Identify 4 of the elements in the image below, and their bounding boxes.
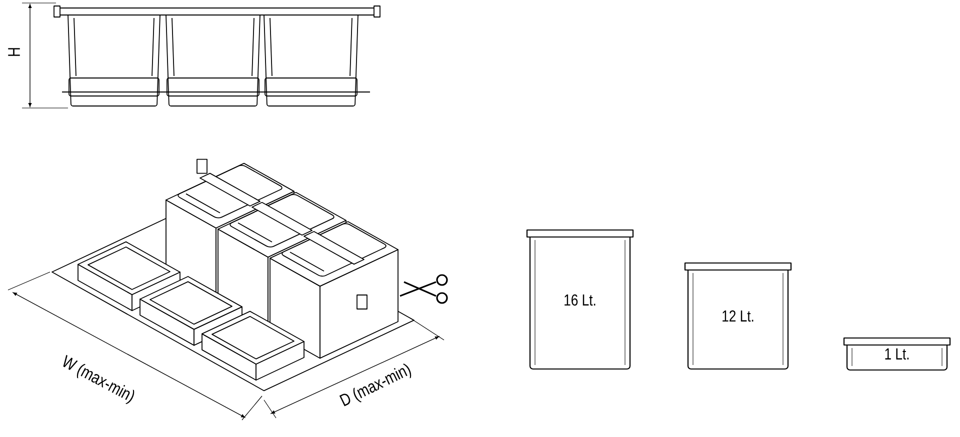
- container-drawing: 16 Lt.: [526, 229, 634, 370]
- container-drawing: 1 Lt.: [843, 337, 951, 371]
- container-drawing: 12 Lt.: [684, 262, 792, 370]
- dimension-label: H: [8, 48, 20, 56]
